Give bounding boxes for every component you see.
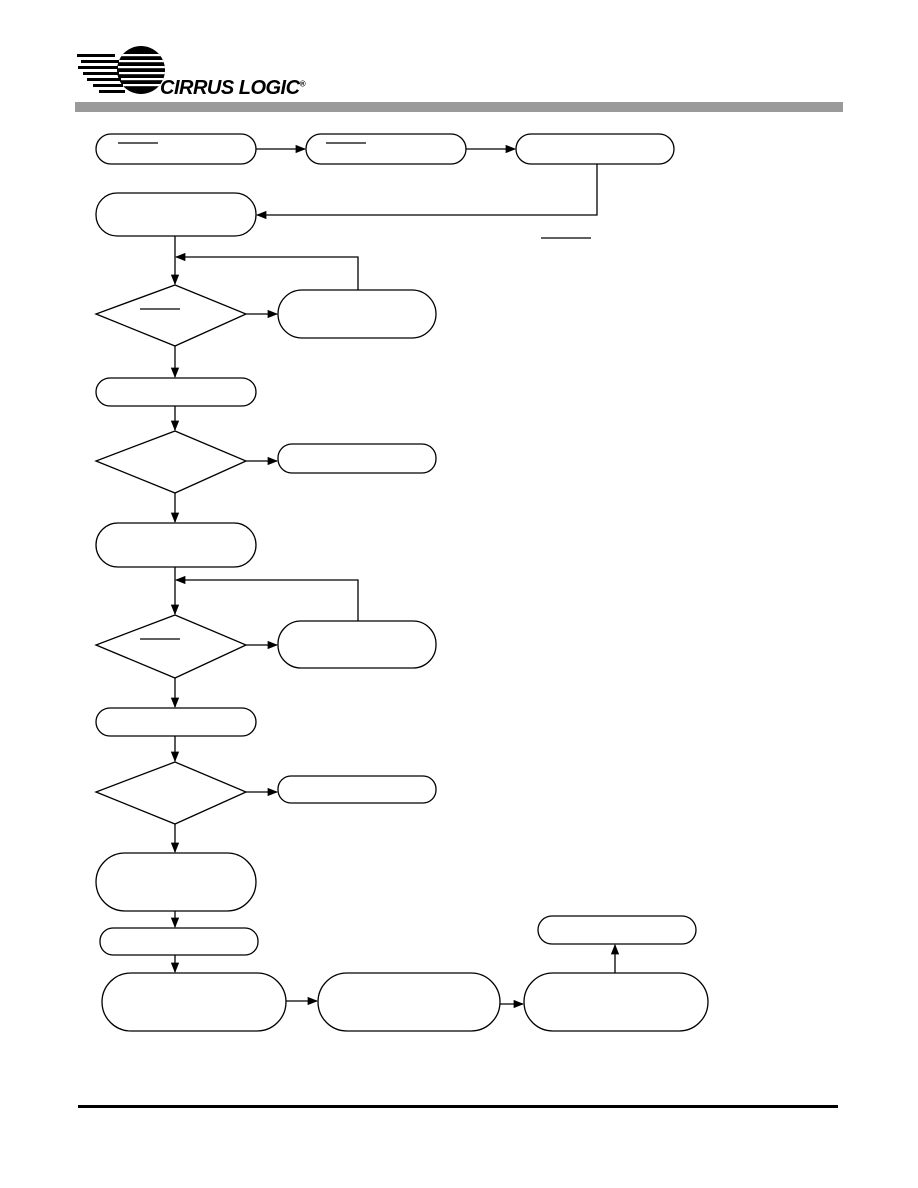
footer-rule [78,1105,838,1108]
flow-node-15 [317,972,501,1032]
cirrus-logo-icon [77,46,165,94]
flow-node-17 [537,915,697,945]
flow-node-7 [277,443,437,474]
brand-name: CIRRUS LOGIC [160,77,300,99]
arrow-5-loop [174,252,359,290]
flow-node-8 [95,522,257,568]
flow-node-11 [277,775,437,804]
cirrus-logo [75,44,325,100]
flow-node-12 [95,852,257,912]
registered-mark: ® [299,79,306,89]
flow-node-10 [95,707,257,737]
flow-node-3 [515,133,675,165]
header-bar [75,102,843,112]
flow-decision-3 [94,614,248,679]
arrow-3-4 [255,164,598,220]
flow-node-2 [305,133,467,165]
flow-node-4 [95,192,257,237]
flow-node-13 [99,927,259,956]
flow-node-5 [277,289,437,339]
flow-decision-4 [94,761,248,825]
arrow-9-loop [174,575,359,621]
flow-node-1 [95,133,257,165]
flow-node-14 [101,972,287,1032]
flow-node-16 [523,972,709,1032]
flow-node-9 [277,620,437,669]
flow-decision-2 [94,430,248,494]
flow-node-6 [95,377,257,407]
brand-wordmark: CIRRUS LOGIC® [160,77,306,100]
flow-decision-1 [94,284,248,347]
